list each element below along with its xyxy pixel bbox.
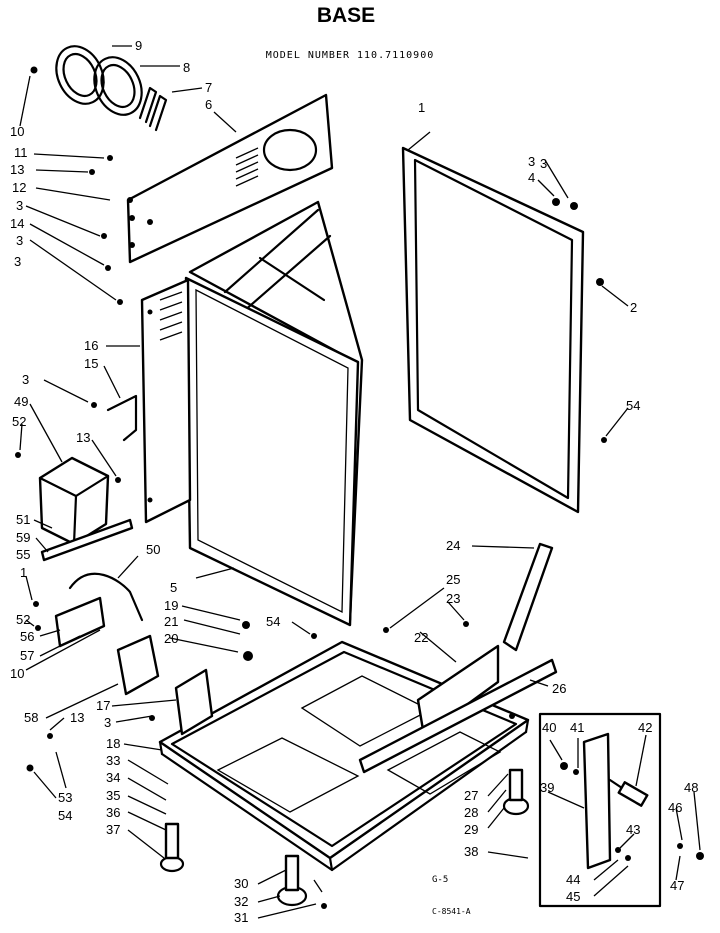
label-24: 24 [446, 538, 460, 553]
label-30: 30 [234, 876, 248, 891]
label-3g: 3 [14, 254, 21, 269]
label-20: 20 [164, 631, 178, 646]
label-54b: 54 [58, 808, 72, 823]
label-56: 56 [20, 629, 34, 644]
label-41: 41 [570, 720, 584, 735]
label-28: 28 [464, 805, 478, 820]
label-14: 14 [10, 216, 24, 231]
label-37: 37 [106, 822, 120, 837]
wire-harness [68, 572, 144, 622]
inset-detail [538, 712, 704, 908]
label-13a: 13 [10, 162, 24, 177]
label-3d: 3 [104, 715, 111, 730]
label-10a: 10 [10, 124, 24, 139]
label-27: 27 [464, 788, 478, 803]
label-15: 15 [84, 356, 98, 371]
label-57: 57 [20, 648, 34, 663]
label-55: 55 [16, 547, 30, 562]
label-54c: 54 [626, 398, 640, 413]
label-45: 45 [566, 889, 580, 904]
front-panel [140, 278, 192, 524]
label-3e: 3 [528, 154, 535, 169]
label-22: 22 [414, 630, 428, 645]
label-39: 39 [540, 780, 554, 795]
label-3c: 3 [22, 372, 29, 387]
label-1: 1 [418, 100, 425, 115]
label-54a: 54 [266, 614, 280, 629]
label-11: 11 [14, 145, 28, 160]
screws [15, 66, 607, 909]
footer-page-code: G-5 [432, 875, 448, 885]
diagram-title: BASE [317, 4, 375, 27]
label-13c: 13 [70, 710, 84, 725]
label-38: 38 [464, 844, 478, 859]
console-panel [126, 93, 334, 264]
label-47: 47 [670, 878, 684, 893]
label-26: 26 [552, 681, 566, 696]
label-17: 17 [96, 698, 110, 713]
label-19: 19 [164, 598, 178, 613]
cabinet [184, 200, 364, 627]
label-29: 29 [464, 822, 478, 837]
terminal-block [54, 596, 106, 648]
label-49: 49 [14, 394, 28, 409]
label-40: 40 [542, 720, 556, 735]
transformer-box [38, 456, 110, 546]
label-7: 7 [205, 80, 212, 95]
label-43: 43 [626, 822, 640, 837]
leader-lines [19, 45, 701, 919]
door-seal-rings [55, 45, 143, 116]
label-10b: 10 [10, 666, 24, 681]
part-labels: 9 8 7 6 10 11 13 12 3 14 3 16 15 3 49 52… [10, 38, 698, 925]
label-25: 25 [446, 572, 460, 587]
label-8: 8 [183, 60, 190, 75]
drum-support [358, 542, 558, 774]
rear-panel [401, 146, 604, 514]
label-6: 6 [205, 97, 212, 112]
strip [40, 518, 134, 562]
label-3f: 3 [540, 156, 547, 171]
model-number: MODEL NUMBER 110.7110900 [266, 50, 435, 61]
label-35: 35 [106, 788, 120, 803]
label-52b: 52 [16, 612, 30, 627]
label-1a: 1 [20, 565, 27, 580]
label-44: 44 [566, 872, 580, 887]
label-3a: 3 [16, 198, 23, 213]
label-52a: 52 [12, 414, 26, 429]
label-42: 42 [638, 720, 652, 735]
label-58: 58 [24, 710, 38, 725]
label-59: 59 [16, 530, 30, 545]
label-31: 31 [234, 910, 248, 925]
label-16: 16 [84, 338, 98, 353]
bracket [174, 668, 214, 736]
footer-drawing-code: C-8541-A [432, 907, 471, 916]
label-9: 9 [135, 38, 142, 53]
clips [138, 86, 168, 132]
label-53: 53 [58, 790, 72, 805]
label-4: 4 [528, 170, 535, 185]
motor-cover [116, 634, 160, 696]
label-21: 21 [164, 614, 178, 629]
label-48: 48 [684, 780, 698, 795]
label-46: 46 [668, 800, 682, 815]
leveling-legs [159, 768, 530, 907]
label-50: 50 [146, 542, 160, 557]
label-36: 36 [106, 805, 120, 820]
label-18: 18 [106, 736, 120, 751]
label-34: 34 [106, 770, 120, 785]
hinge [106, 394, 138, 442]
label-3b: 3 [16, 233, 23, 248]
label-5: 5 [170, 580, 177, 595]
label-33: 33 [106, 753, 120, 768]
label-2: 2 [630, 300, 637, 315]
label-23: 23 [446, 591, 460, 606]
label-51: 51 [16, 512, 30, 527]
label-12: 12 [12, 180, 26, 195]
label-13b: 13 [76, 430, 90, 445]
label-32: 32 [234, 894, 248, 909]
